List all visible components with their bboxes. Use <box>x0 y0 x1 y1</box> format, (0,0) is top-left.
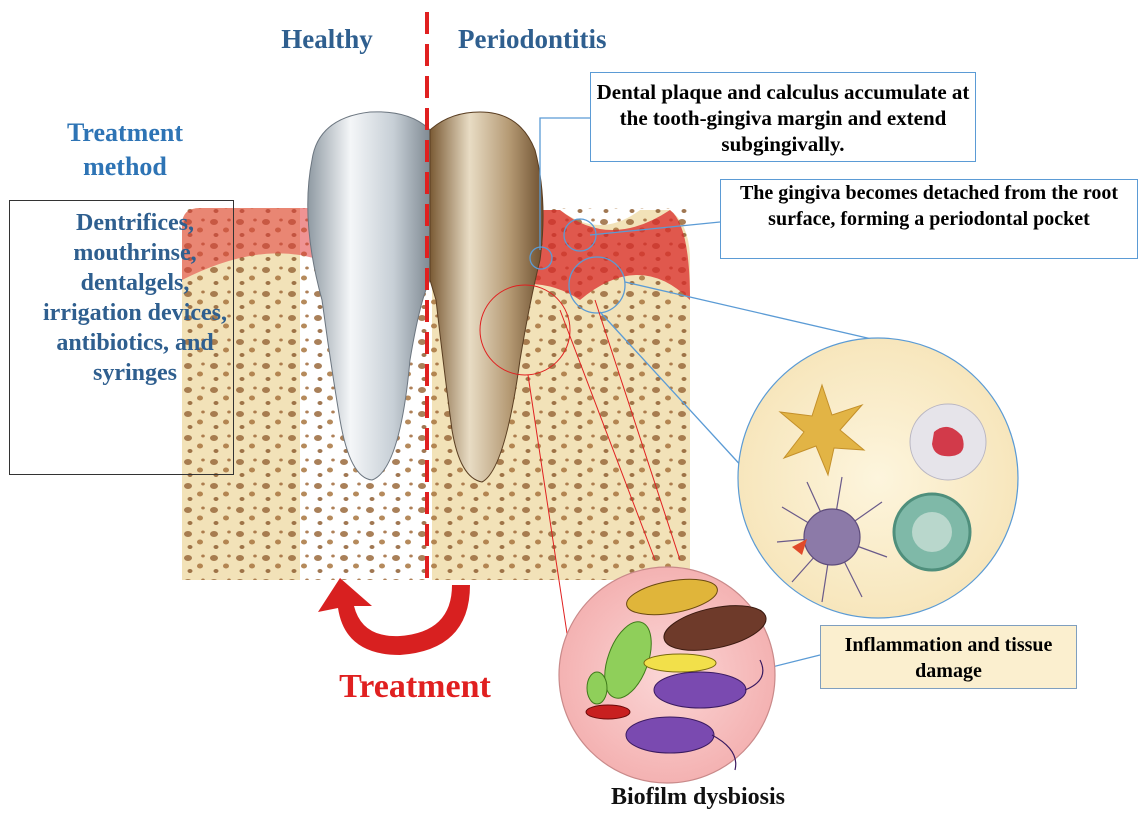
periodontitis-label: Periodontitis <box>458 24 658 55</box>
bacterium-purple-2 <box>626 717 714 753</box>
immune-cells-bubble <box>738 338 1018 618</box>
bacterium-red <box>586 705 630 719</box>
pocket-callout: The gingiva becomes detached from the ro… <box>720 179 1138 259</box>
biofilm-label: Biofilm dysbiosis <box>578 784 818 811</box>
plaque-callout: Dental plaque and calculus accumulate at… <box>590 72 976 162</box>
treatment-method-title: Treatment method <box>40 116 210 184</box>
inflammation-callout: Inflammation and tissue damage <box>820 625 1077 689</box>
treatment-label: Treatment <box>300 668 530 706</box>
treatment-arrow <box>318 578 470 655</box>
treatment-method-list: Dentrifices, mouthrinse, dentalgels, irr… <box>40 208 230 388</box>
cell-teal <box>894 494 970 570</box>
bacterium-green-small <box>587 672 607 704</box>
healthy-label: Healthy <box>262 24 392 55</box>
cell-pink-nucleus <box>910 404 986 480</box>
bacterium-yellow-small <box>644 654 716 672</box>
bacterium-purple-1 <box>654 672 746 708</box>
biofilm-bubble <box>559 567 775 783</box>
